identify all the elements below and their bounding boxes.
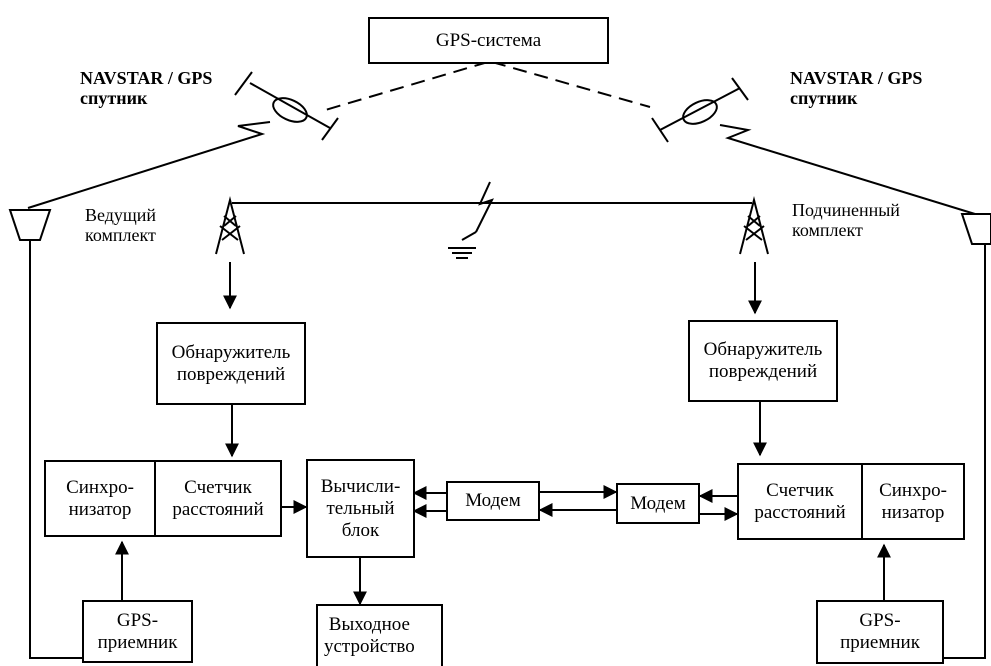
tower-right-icon bbox=[739, 196, 769, 255]
signal-left bbox=[27, 121, 271, 209]
distance-counter-right: Счетчик расстояний bbox=[737, 463, 863, 540]
fault-detector-right: Обнаружитель повреждений bbox=[688, 320, 838, 402]
tower-left-icon bbox=[215, 196, 245, 255]
synchronizer-right: Синхро- низатор bbox=[861, 463, 965, 540]
satellite-right-icon bbox=[651, 77, 749, 143]
satellite-right-name: NAVSTAR / GPS bbox=[790, 68, 923, 88]
master-set-label: Ведущий комплект bbox=[85, 205, 157, 245]
gps-receiver-right: GPS- приемник bbox=[816, 600, 944, 664]
satellite-left-name: NAVSTAR / GPS bbox=[80, 68, 213, 88]
ground-icon bbox=[448, 247, 476, 259]
output-device: Выходное устройство bbox=[316, 604, 443, 666]
fault-lightning-icon bbox=[461, 181, 494, 241]
feed-line-right bbox=[944, 244, 986, 659]
distance-counter-left: Счетчик расстояний bbox=[154, 460, 282, 537]
satellite-left-icon bbox=[234, 71, 339, 141]
antenna-left-icon bbox=[8, 209, 52, 241]
compute-unit: Вычисли- тельный блок bbox=[306, 459, 415, 558]
fault-detector-left: Обнаружитель повреждений bbox=[156, 322, 306, 405]
satellite-left-kind: спутник bbox=[80, 88, 148, 108]
dashed-link-right bbox=[491, 61, 651, 108]
modem-left: Модем bbox=[446, 481, 540, 521]
signal-right bbox=[719, 124, 976, 215]
modem-right: Модем bbox=[616, 483, 700, 524]
gps-receiver-left: GPS- приемник bbox=[82, 600, 193, 663]
feed-line-left bbox=[29, 240, 82, 659]
antenna-right-icon bbox=[960, 213, 991, 245]
gps-system-box: GPS-система bbox=[368, 17, 609, 64]
dashed-link-left bbox=[321, 61, 489, 112]
satellite-right-kind: спутник bbox=[790, 88, 858, 108]
synchronizer-left: Синхро- низатор bbox=[44, 460, 156, 537]
slave-set-label: Подчиненный комплект bbox=[792, 200, 900, 240]
